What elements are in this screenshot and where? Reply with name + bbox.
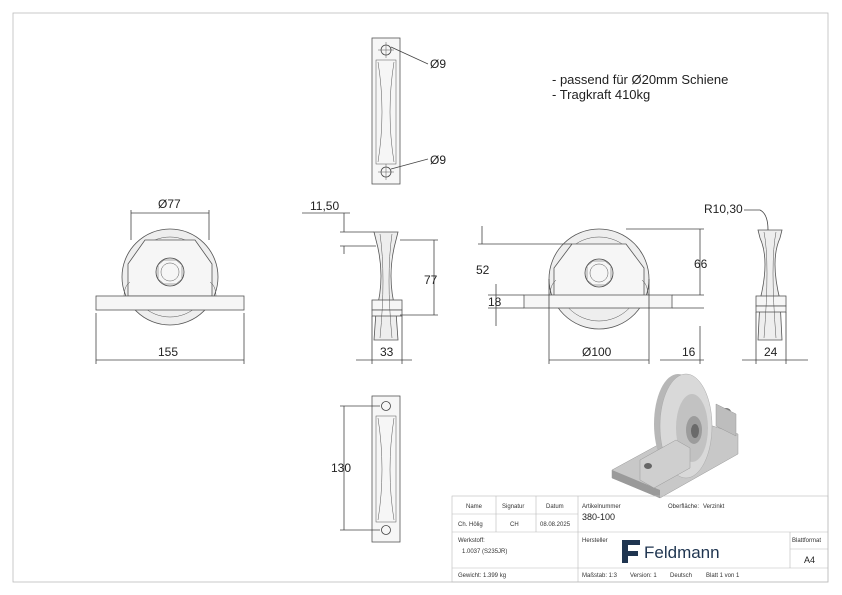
side-view [302, 212, 438, 364]
front-view [95, 210, 245, 364]
dim-height-77: 77 [424, 273, 438, 287]
dim-hole-top: Ø9 [430, 57, 446, 71]
dim-length-130: 130 [331, 461, 351, 475]
tb-date-label: Datum [546, 504, 564, 510]
tb-name-label: Name [466, 504, 483, 510]
tb-sheet-format-label: Blattformat [792, 538, 821, 544]
tb-language: Deutsch [670, 573, 692, 579]
dim-width-155: 155 [158, 345, 178, 359]
tb-article-value: 380-100 [582, 512, 615, 522]
bottom-view [340, 395, 401, 543]
tb-signature-value: CH [510, 522, 519, 528]
dim-wheel-dia: Ø77 [158, 197, 181, 211]
tb-manufacturer-label: Hersteller [582, 538, 608, 544]
tb-surface-label: Oberfläche: [668, 504, 699, 510]
feldmann-f-logo [622, 540, 640, 563]
front-view-right [478, 226, 704, 364]
tb-date-value: 08.08.2025 [540, 522, 571, 528]
tb-name-value: Ch. Hölig [458, 522, 483, 528]
dim-offset-16: 16 [682, 345, 696, 359]
dim-radius: R10,30 [704, 202, 743, 216]
dim-dia-100: Ø100 [582, 345, 612, 359]
tb-weight: Gewicht: 1.399 kg [458, 573, 506, 579]
dim-height-18: 18 [488, 295, 502, 309]
side-view-right [742, 209, 808, 364]
dim-offset-1150: 11,50 [310, 199, 339, 213]
dim-hole-bottom: Ø9 [430, 153, 446, 167]
tb-sheet: Blatt 1 von 1 [706, 573, 740, 579]
note-load: - Tragkraft 410kg [552, 87, 650, 102]
title-block [451, 495, 829, 583]
tb-sheet-format-value: A4 [804, 555, 815, 565]
dim-height-52: 52 [476, 263, 490, 277]
tb-signature-label: Signatur [502, 504, 524, 510]
tb-surface-value: Verzinkt [703, 504, 725, 510]
roller-3d-render [611, 373, 739, 499]
dim-width-24: 24 [764, 345, 778, 359]
tb-version: Version: 1 [630, 573, 657, 579]
tb-article-label: Artikelnummer [582, 504, 621, 510]
dim-thickness-33: 33 [380, 345, 394, 359]
dim-height-66: 66 [694, 257, 708, 271]
note-rail: - passend für Ø20mm Schiene [552, 72, 728, 87]
top-view [371, 37, 429, 185]
tb-material-value: 1.0037 (S235JR) [462, 549, 507, 555]
drawing-frame [12, 12, 829, 583]
tb-scale: Maßstab: 1:3 [582, 573, 618, 579]
company-logo-text: Feldmann [644, 543, 720, 562]
tb-material-label: Werkstoff: [458, 538, 485, 544]
